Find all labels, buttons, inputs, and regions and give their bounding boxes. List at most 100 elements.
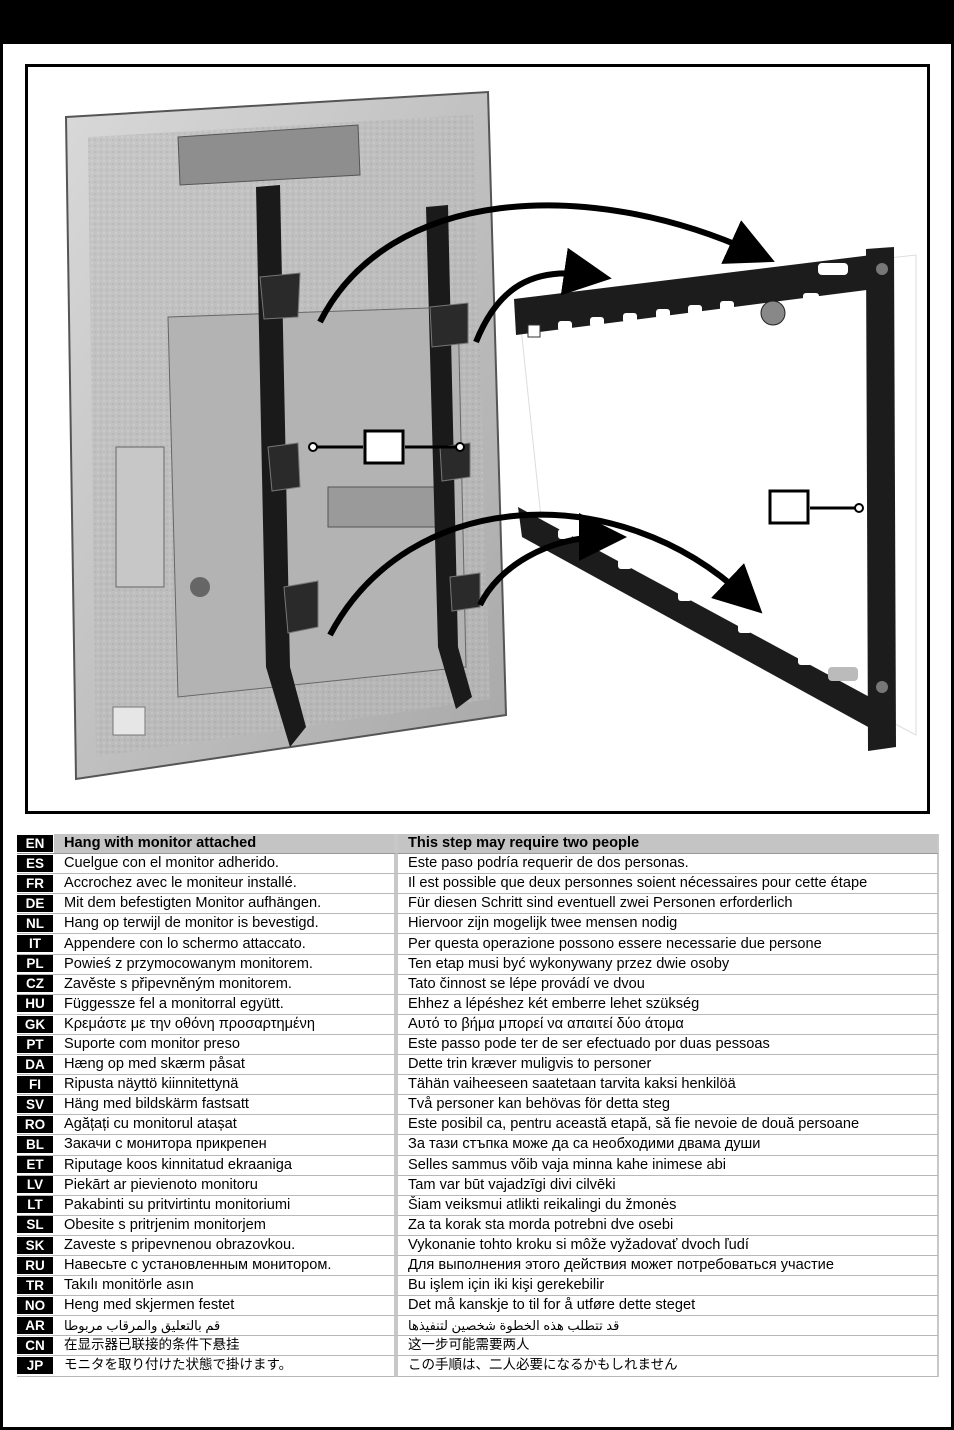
people-note: Per questa operazione possono essere nec… bbox=[397, 934, 939, 955]
people-note: Tähän vaiheeseen saatetaan tarvita kaksi… bbox=[397, 1075, 939, 1096]
people-note: Este paso podría requerir de dos persona… bbox=[397, 854, 939, 875]
monitor-back bbox=[64, 90, 508, 781]
people-note: Hiervoor zijn mogelijk twee mensen nodig bbox=[397, 914, 939, 935]
language-code-badge: SV bbox=[17, 1095, 53, 1113]
people-note: Ehhez a lépéshez két emberre lehet szüks… bbox=[397, 994, 939, 1015]
hang-instruction: Zaveste s pripevnenou obrazovkou. bbox=[54, 1235, 397, 1256]
hang-instruction: Piekārt ar pievienoto monitoru bbox=[54, 1175, 397, 1196]
people-note: Для выполнения этого действия может потр… bbox=[397, 1255, 939, 1277]
table-row: EN Hang with monitor attached This step … bbox=[17, 834, 939, 855]
language-code-badge: NL bbox=[17, 915, 53, 933]
people-note: Il est possible que deux personnes soien… bbox=[397, 874, 939, 895]
hang-instruction: Accrochez avec le moniteur installé. bbox=[54, 874, 397, 895]
people-note: This step may require two people bbox=[397, 834, 939, 855]
translation-table: EN Hang with monitor attached This step … bbox=[17, 834, 939, 1377]
hang-instruction: Zavěste s připevněným monitorem. bbox=[54, 974, 397, 995]
people-note: Dette trin kræver muligvis to personer bbox=[397, 1055, 939, 1076]
hang-instruction: Suporte com monitor preso bbox=[54, 1034, 397, 1056]
hang-instruction: モニタを取り付けた状態で掛けます。 bbox=[54, 1356, 397, 1377]
people-note: Vykonanie tohto kroku si môže vyžadovať … bbox=[397, 1235, 939, 1256]
hang-instruction: Mit dem befestigten Monitor aufhängen. bbox=[54, 894, 397, 915]
language-code-badge: LT bbox=[17, 1196, 53, 1214]
hang-instruction: Häng med bildskärm fastsatt bbox=[54, 1095, 397, 1116]
people-note: Αυτό το βήμα μπορεί να απαιτεί δύο άτομα bbox=[397, 1014, 939, 1035]
language-code-badge: RO bbox=[17, 1116, 53, 1133]
language-code-badge: TR bbox=[17, 1276, 53, 1294]
hang-instruction: Pakabinti su pritvirtintu monitoriumi bbox=[54, 1195, 397, 1216]
hang-instruction: Heng med skjermen festet bbox=[54, 1296, 397, 1317]
hang-instruction: قم بالتعليق والمرقاب مربوطا bbox=[54, 1316, 397, 1337]
page-border-left bbox=[0, 0, 3, 1430]
language-code-badge: JP bbox=[17, 1357, 53, 1375]
people-note: Für diesen Schritt sind eventuell zwei P… bbox=[397, 894, 939, 915]
language-code-badge: RU bbox=[17, 1256, 53, 1274]
callout-left bbox=[308, 429, 465, 465]
language-code-badge: SK bbox=[17, 1236, 53, 1254]
language-code-badge: FI bbox=[17, 1075, 53, 1093]
hang-instruction: Закачи с монитора прикрепен bbox=[54, 1135, 397, 1156]
hang-instruction: Appendere con lo schermo attaccato. bbox=[54, 934, 397, 955]
people-note: Za ta korak sta morda potrebni dve osebi bbox=[397, 1215, 939, 1236]
language-code-badge: PL bbox=[17, 955, 53, 973]
hang-instruction: Ripusta näyttö kiinnitettynä bbox=[54, 1075, 397, 1096]
page-border-right bbox=[951, 0, 954, 1430]
hang-instruction: Hang with monitor attached bbox=[54, 834, 397, 855]
hang-instruction: Cuelgue con el monitor adherido. bbox=[54, 854, 397, 875]
people-note: Tato činnost se lépe provádí ve dvou bbox=[397, 974, 939, 995]
motion-arrows bbox=[317, 202, 775, 637]
hang-instruction: Obesite s pritrjenim monitorjem bbox=[54, 1215, 397, 1236]
language-code-badge: AR bbox=[17, 1316, 53, 1334]
illustration-frame bbox=[25, 64, 930, 814]
hang-instruction: Навесьте с установленным монитором. bbox=[54, 1255, 397, 1277]
language-code-badge: DA bbox=[17, 1055, 53, 1073]
hang-instruction: Hæng op med skærm påsat bbox=[54, 1055, 397, 1076]
language-code-badge: IT bbox=[17, 935, 53, 953]
page-border-bottom bbox=[0, 1427, 954, 1430]
language-code-badge: GK bbox=[17, 1015, 53, 1033]
hang-instruction: Powieś z przymocowanym monitorem. bbox=[54, 954, 397, 975]
people-note: Två personer kan behövas för detta steg bbox=[397, 1095, 939, 1116]
hang-instruction: Agățați cu monitorul atașat bbox=[54, 1115, 397, 1136]
people-note: この手順は、二人必要になるかもしれません bbox=[397, 1356, 939, 1377]
hang-monitor-illustration bbox=[64, 90, 917, 781]
hang-instruction: Riputage koos kinnitatud ekraaniga bbox=[54, 1155, 397, 1176]
people-note: За тази стъпка може да са необходими два… bbox=[397, 1135, 939, 1156]
language-code-badge: ES bbox=[17, 854, 53, 872]
hang-instruction: Κρεμάστε με την οθόνη προσαρτημένη bbox=[54, 1014, 397, 1035]
language-code-badge: CZ bbox=[17, 975, 53, 993]
language-code-badge: NO bbox=[17, 1296, 53, 1314]
hang-instruction: Hang op terwijl de monitor is bevestigd. bbox=[54, 914, 397, 935]
people-note: Este passo pode ter de ser efectuado por… bbox=[397, 1034, 939, 1056]
callout-right bbox=[768, 489, 864, 525]
people-note: Šiam veiksmui atlikti reikalingi du žmon… bbox=[397, 1195, 939, 1216]
language-code-badge: SL bbox=[17, 1216, 53, 1234]
people-note: Det må kanskje to til for å utføre dette… bbox=[397, 1296, 939, 1317]
hang-instruction: Függessze fel a monitorral együtt. bbox=[54, 994, 397, 1015]
top-header-bar bbox=[0, 0, 954, 44]
language-code-badge: EN bbox=[17, 834, 53, 852]
language-code-badge: ET bbox=[17, 1156, 53, 1174]
people-note: 这一步可能需要两人 bbox=[397, 1336, 939, 1357]
